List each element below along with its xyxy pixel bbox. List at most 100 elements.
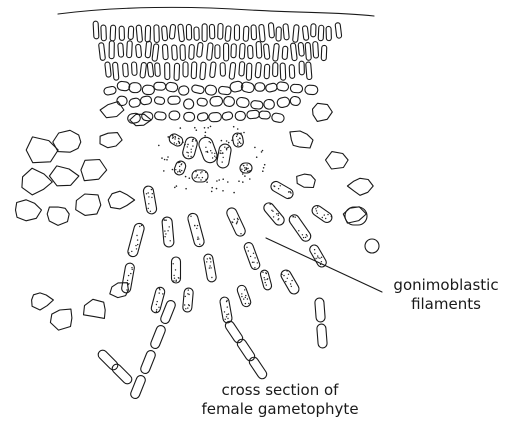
stipple-dot [198,177,199,178]
stipple-dot [179,166,180,167]
cortical-cell [268,23,274,38]
cortical-cell [256,41,262,58]
stipple-dot [200,172,201,173]
stipple-dot [253,262,254,263]
stipple-dot [188,155,189,156]
stipple-dot [226,149,227,150]
subcortical-cell [154,96,165,105]
stipple-dot [172,135,173,136]
subcortical-cell [208,112,221,122]
medullary-cell [50,309,72,330]
stipple-dot [210,258,211,259]
cortical-cell [127,41,133,58]
stipple-dot [246,167,248,169]
stipple-dot [131,267,132,268]
cortical-cell [161,26,167,41]
subcortical-cell [276,96,290,108]
cortical-cell [234,25,239,41]
gonimoblast-cell [127,222,145,257]
stipple-dot [137,244,138,245]
stipple-dot [288,191,289,192]
stipple-dot [196,176,197,177]
stipple-dot [273,185,274,186]
stipple-dot [205,132,207,134]
stipple-dot [188,294,189,295]
stipple-dot [245,303,246,304]
cortical-cell [169,24,176,39]
cortical-cell [321,45,327,60]
stipple-dot [202,177,203,178]
stipple-dot [236,223,237,224]
stipple-dot [127,280,128,281]
subcortical-cell [223,96,235,108]
cortical-cell [302,26,309,41]
gonimoblast-cell [279,268,301,296]
subcortical-cell [205,85,218,96]
gonimoblast-cell [143,185,158,214]
stipple-dot [240,233,241,234]
cortical-cell [276,27,281,41]
chain-cell [96,348,119,371]
chain-cell [139,349,156,375]
gonimoblast-cell [236,284,252,308]
stipple-dot [264,164,266,166]
stipple-dot [178,138,179,139]
subcortical-cell [305,85,318,95]
stipple-dot [148,208,149,209]
cortical-cell [206,43,213,61]
cortical-cell-layer [93,21,342,124]
stipple-dot [265,282,266,283]
stipple-dot [195,171,196,172]
stipple-dot [179,169,180,170]
subcortical-cell [218,86,231,95]
stipple-dot [267,278,268,279]
stipple-dot [210,142,211,143]
stipple-dot [262,170,264,172]
stipple-dot [210,150,211,151]
carposporangium-cell [181,136,198,160]
cortical-cell [263,44,270,60]
subcortical-cell [117,81,130,91]
stipple-dot [244,289,245,290]
gonimoblast-cell [162,217,175,248]
medullary-cell [347,178,373,195]
cortical-cell [119,26,124,40]
gonimoblastic-filaments [121,180,334,324]
stipple-dot [239,142,240,143]
stipple-dot [190,156,191,157]
medullary-cell-network [16,102,374,331]
stipple-dot [184,144,186,146]
cortical-cell [105,62,112,78]
stipple-dot [237,128,239,130]
stipple-dot [288,274,289,275]
stipple-dot [281,274,282,275]
stipple-dot [207,151,208,152]
stipple-dot [197,237,198,238]
medullary-cell [297,174,316,187]
stipple-dot [185,188,187,190]
stipple-dot [174,187,176,189]
stipple-dot [132,269,133,270]
cortical-cell [293,25,300,43]
stipple-dot [264,279,265,280]
cortical-cell [243,26,249,41]
stipple-dot [295,217,296,218]
medullary-cell [108,191,134,209]
gonimoblast-cell [225,206,247,237]
subcortical-cell [184,112,195,121]
stipple-dot [211,191,213,193]
cortical-cell [239,43,245,59]
stipple-dot [237,221,238,222]
subcortical-cell [117,96,128,106]
stipple-dot [237,134,238,135]
stipple-dot [200,179,201,180]
subcortical-cell [183,98,194,109]
stipple-dot [287,278,288,279]
subcortical-cell [168,96,181,105]
cortical-cell [264,64,270,79]
cortical-cell [282,46,288,59]
stipple-dot [159,289,160,290]
stipple-dot [139,226,140,227]
cortical-cell [289,65,295,79]
stipple-dot [314,253,315,254]
